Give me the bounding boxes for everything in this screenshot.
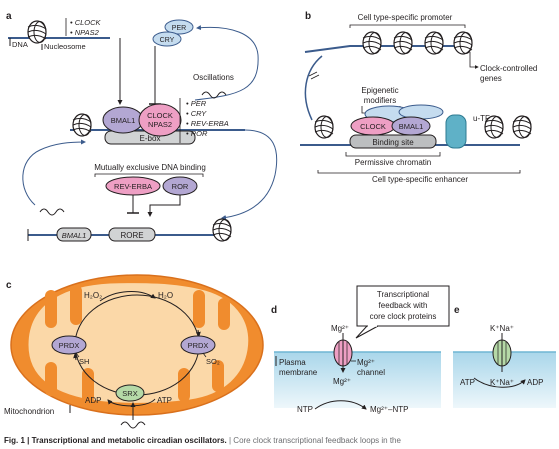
panel-c: c H₂O₂ H₂O PRDX SH PRDX SO₂ bbox=[4, 274, 264, 429]
bmal1-gene-label: BMAL1 bbox=[62, 231, 87, 240]
clock-label: CLOCK bbox=[147, 111, 173, 120]
bmal1-label-b: BMAL1 bbox=[399, 122, 424, 131]
dna-strand-promoter bbox=[304, 45, 470, 53]
bmal1-label: BMAL1 bbox=[111, 116, 136, 125]
gene-npas2-label: • NPAS2 bbox=[70, 28, 100, 37]
binding-site-element bbox=[349, 134, 437, 149]
rore-label: RORE bbox=[120, 231, 143, 240]
ntp-label: NTP bbox=[297, 405, 313, 414]
figure-caption: Fig. 1 | Transcriptional and metabolic c… bbox=[4, 436, 556, 449]
nucleosome-icon bbox=[393, 31, 413, 55]
clock-label-b: CLOCK bbox=[360, 122, 386, 131]
so2-label: SO₂ bbox=[206, 357, 220, 366]
mg-ntp-label: Mg²⁺–NTP bbox=[370, 405, 408, 414]
cry-protein bbox=[152, 31, 182, 47]
panel-d: d Transcriptional feedback with core clo… bbox=[271, 285, 450, 414]
srx-label: SRX bbox=[122, 389, 137, 398]
sh-label: SH bbox=[79, 357, 89, 366]
nucleosome-icon bbox=[453, 31, 473, 55]
mitochondrion-label: Mitochondrion bbox=[4, 407, 54, 416]
gene-ror-label: • ROR bbox=[186, 129, 208, 138]
channel-label-2: channel bbox=[357, 368, 385, 377]
oscillation-wave bbox=[120, 421, 146, 429]
gene-clock-label: • CLOCK bbox=[70, 18, 102, 27]
panel-a: a DNA Nucleosome • CLOCK • NPAS2 PER CRY… bbox=[6, 11, 278, 242]
plasma-membrane bbox=[274, 352, 441, 408]
epigenetic-label-2: modifiers bbox=[364, 96, 396, 105]
nucleosome-icon bbox=[512, 115, 532, 139]
bmal1-protein-b bbox=[391, 116, 431, 136]
binding-site-label: Binding site bbox=[372, 138, 414, 147]
panel-b: b Cell type-specific promoter Clock-cont… bbox=[300, 11, 537, 184]
nucleosome-icon bbox=[27, 20, 47, 44]
prdx-sh-protein bbox=[51, 335, 87, 355]
rore-element bbox=[108, 227, 156, 242]
caption-rest: | Core clock transcriptional feedback lo… bbox=[226, 436, 401, 445]
adp-label-e: ADP bbox=[527, 378, 543, 387]
promoter-label: Cell type-specific promoter bbox=[358, 13, 453, 22]
bmal1-gene-box bbox=[56, 227, 92, 242]
panel-b-label: b bbox=[305, 11, 311, 22]
callout-line-1: Transcriptional bbox=[377, 290, 429, 299]
ror-label: ROR bbox=[172, 182, 189, 191]
per-label: PER bbox=[172, 25, 186, 32]
mutually-exclusive-label: Mutually exclusive DNA binding bbox=[94, 163, 206, 172]
clock-controlled-label-2: genes bbox=[480, 74, 502, 83]
nucleosome-label: Nucleosome bbox=[44, 42, 86, 51]
enhancer-label: Cell type-specific enhancer bbox=[372, 175, 468, 184]
panel-a-label: a bbox=[6, 11, 12, 22]
nucleosome-icon bbox=[72, 113, 92, 137]
npas2-label: NPAS2 bbox=[148, 120, 172, 129]
kna-bottom-label: K⁺Na⁺ bbox=[490, 378, 514, 387]
gene-cry-label: • CRY bbox=[186, 109, 207, 118]
srx-protein bbox=[115, 384, 145, 402]
mg-bottom-label: Mg²⁺ bbox=[333, 377, 351, 386]
atp-label-e: ATP bbox=[460, 378, 475, 387]
h2o2-label: H₂O₂ bbox=[84, 291, 102, 300]
nucleosome-icon bbox=[212, 218, 232, 242]
nucleosome-icon bbox=[314, 115, 334, 139]
gene-rev-erba-label: • REV-ERBA bbox=[186, 119, 229, 128]
cristae bbox=[45, 285, 230, 404]
clock-npas2-protein bbox=[138, 103, 182, 137]
atp-label-c: ATP bbox=[157, 396, 172, 405]
callout-line-3: core clock proteins bbox=[370, 312, 437, 321]
epigenetic-label-1: Epigenetic bbox=[361, 86, 398, 95]
callout-box bbox=[356, 285, 450, 327]
u-tf-label: u-TF bbox=[473, 114, 490, 123]
callout-line-2: feedback with bbox=[379, 301, 428, 310]
channel-label-1: Mg²⁺ bbox=[357, 358, 375, 367]
prdx-sh-label: PRDX bbox=[59, 341, 80, 350]
oscillation-wave bbox=[201, 91, 227, 99]
dna-label: DNA bbox=[12, 40, 28, 49]
kna-top-label: K⁺Na⁺ bbox=[490, 324, 514, 333]
u-tf-protein bbox=[445, 114, 467, 149]
caption-title: Transcriptional and metabolic circadian … bbox=[29, 436, 227, 445]
rev-erba-label: REV-ERBA bbox=[114, 182, 152, 191]
h2o-label: H₂O bbox=[158, 291, 173, 300]
plasma-membrane-label-2: membrane bbox=[279, 368, 318, 377]
panel-d-label: d bbox=[271, 305, 277, 316]
panel-e-label: e bbox=[454, 305, 460, 316]
caption-prefix: Fig. 1 | bbox=[4, 436, 30, 445]
permissive-label: Permissive chromatin bbox=[355, 158, 431, 167]
cry-label: CRY bbox=[160, 37, 175, 44]
nucleosome-icon bbox=[362, 31, 382, 55]
prdx-so2-label: PRDX bbox=[188, 341, 209, 350]
panel-e: e K⁺Na⁺ K⁺Na⁺ ATP ADP bbox=[453, 305, 556, 408]
mg-top-label: Mg²⁺ bbox=[331, 324, 349, 333]
panel-c-label: c bbox=[6, 280, 12, 291]
gene-per-label: • PER bbox=[186, 99, 207, 108]
ebox-label: E-box bbox=[140, 134, 161, 143]
clock-controlled-label-1: Clock-controlled bbox=[480, 64, 537, 73]
oscillations-label: Oscillations bbox=[193, 73, 234, 82]
prdx-so2-protein bbox=[180, 335, 216, 355]
plasma-membrane-label-1: Plasma bbox=[279, 358, 306, 367]
adp-label-c: ADP bbox=[85, 396, 101, 405]
nucleosome-icon bbox=[424, 31, 444, 55]
per-protein bbox=[164, 19, 194, 35]
